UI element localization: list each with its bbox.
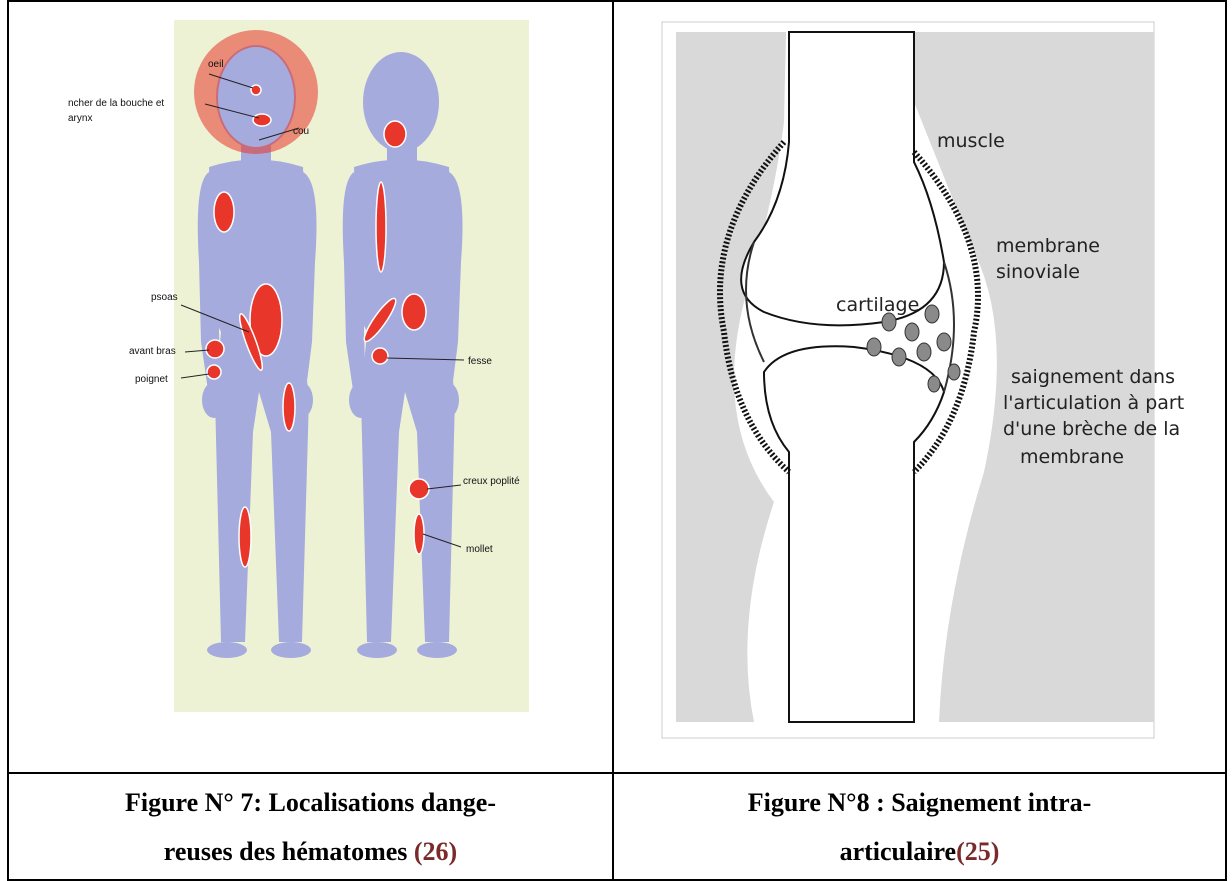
label-oeil: oeil bbox=[208, 59, 224, 70]
document-table: oeil ncher de la bouche et arynx cou pso… bbox=[7, 0, 1225, 879]
figure8-caption-line1: Figure N°8 : Saignement intra- bbox=[614, 778, 1225, 827]
label-sinoviale: sinoviale bbox=[996, 261, 1080, 283]
label-cou: cou bbox=[293, 126, 309, 137]
figure7-caption-text: reuses des hématomes bbox=[164, 837, 414, 866]
figure7-caption-cell: Figure N° 7: Localisations dange- reuses… bbox=[8, 773, 613, 880]
figure8-caption: Figure N°8 : Saignement intra- articulai… bbox=[614, 778, 1225, 876]
figure8-caption-text: articulaire bbox=[840, 837, 956, 866]
figure7-caption: Figure N° 7: Localisations dange- reuses… bbox=[9, 778, 612, 876]
label-avant-bras: avant bras bbox=[129, 346, 176, 357]
figure7-caption-line1: Figure N° 7: Localisations dange- bbox=[9, 778, 612, 827]
label-creux-poplite: creux poplité bbox=[463, 476, 520, 487]
label-muscle: muscle bbox=[937, 130, 1005, 152]
label-membrane: membrane bbox=[996, 235, 1100, 257]
figure7-hematoma-illustration: oeil ncher de la bouche et arynx cou pso… bbox=[9, 2, 610, 768]
figure8-caption-cell: Figure N°8 : Saignement intra- articulai… bbox=[613, 773, 1226, 880]
label-poignet: poignet bbox=[135, 374, 168, 385]
label-saignement-3: d'une brèche de la bbox=[1003, 418, 1180, 440]
figure8-caption-line2: articulaire(25) bbox=[614, 827, 1225, 876]
label-saignement-1: saignement dans bbox=[1011, 366, 1175, 388]
figure7-reference: (26) bbox=[414, 837, 457, 866]
label-mollet: mollet bbox=[466, 544, 493, 555]
label-plancher-bouche: ncher de la bouche et bbox=[68, 98, 164, 109]
label-psoas: psoas bbox=[151, 292, 178, 303]
figure8-cell: muscle membrane sinoviale cartilage saig… bbox=[613, 1, 1226, 773]
label-pharynx: arynx bbox=[68, 113, 92, 124]
figure7-cell: oeil ncher de la bouche et arynx cou pso… bbox=[8, 1, 613, 773]
label-saignement-2: l'articulation à part bbox=[1003, 392, 1184, 414]
figure7-caption-line2: reuses des hématomes (26) bbox=[9, 827, 612, 876]
figure8-knee-illustration: muscle membrane sinoviale cartilage saig… bbox=[614, 2, 1223, 768]
figure8-reference: (25) bbox=[956, 837, 999, 866]
label-saignement-4: membrane bbox=[1020, 446, 1124, 468]
label-fesse: fesse bbox=[468, 356, 492, 367]
label-cartilage: cartilage bbox=[836, 294, 919, 316]
